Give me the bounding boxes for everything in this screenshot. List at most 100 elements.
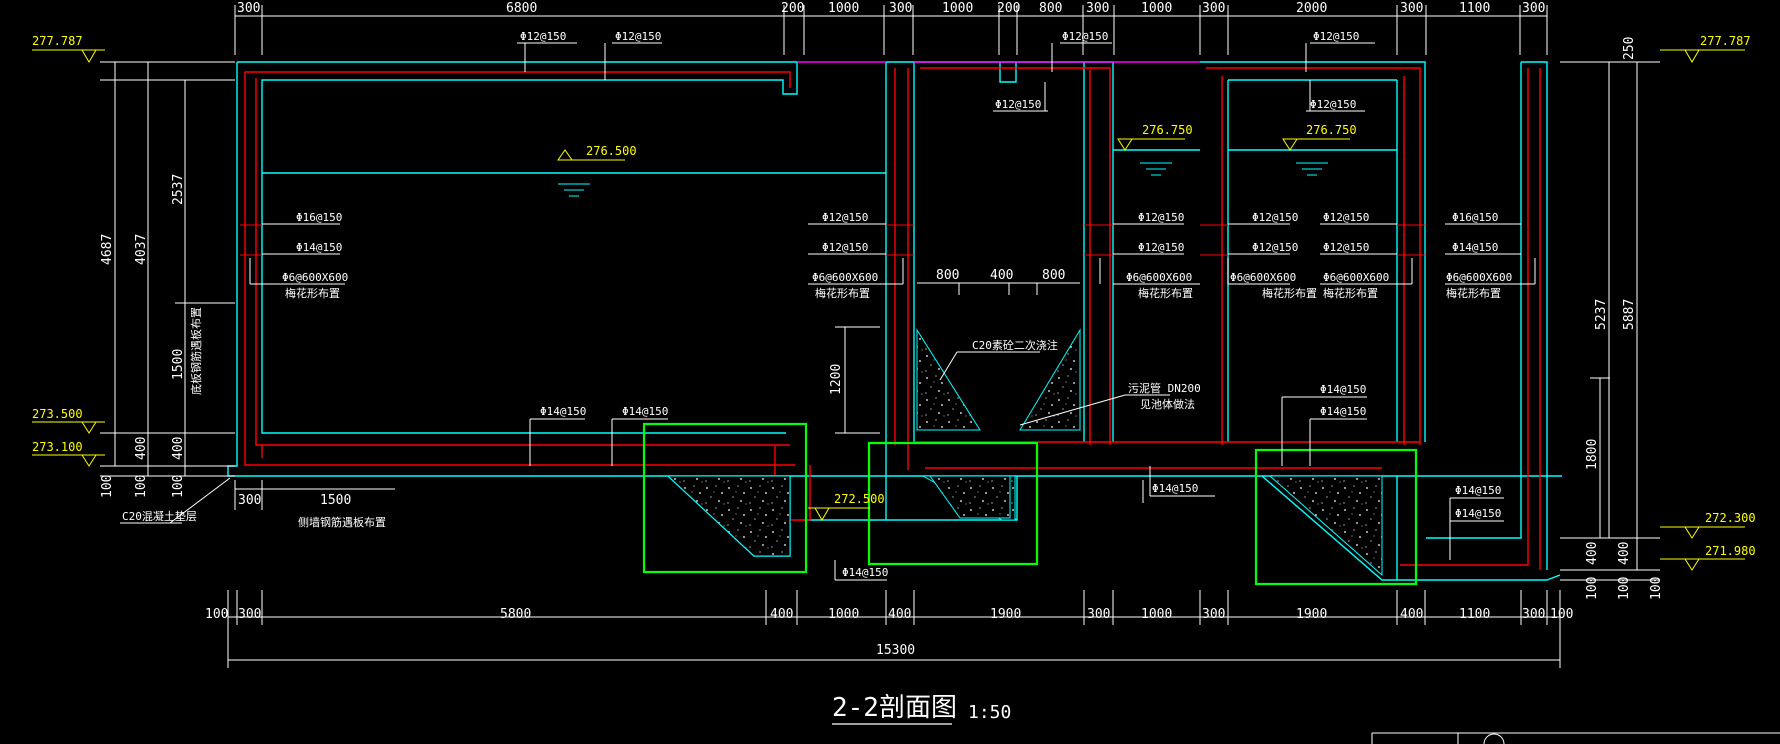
- right-dim-100b: 100: [1617, 577, 1632, 600]
- bottom-dim-7: 1900: [990, 607, 1021, 622]
- rebar-w2c: Φ6@600X600: [812, 271, 878, 284]
- concrete-fill: [666, 328, 1383, 577]
- rebar-w4b: Φ12@150: [1252, 241, 1298, 254]
- rebar-w1d: 梅花形布置: [285, 286, 340, 300]
- right-elevation-texts: 277.787 272.300 271.980: [1700, 34, 1756, 558]
- rebar-w3b: Φ12@150: [1138, 241, 1184, 254]
- left-dimension-texts: 4687 4037 2537 1500 400 400 100 100 100 …: [100, 174, 203, 498]
- bottom-dim-9: 1000: [1141, 607, 1172, 622]
- rebar-w1a: Φ16@150: [296, 211, 342, 224]
- top-dim-5: 300: [889, 1, 912, 16]
- leader-lines: [120, 42, 1536, 581]
- rebar-w6c: Φ6@600X600: [1446, 271, 1512, 284]
- rebar-w4d: 梅花形布置: [1262, 286, 1317, 300]
- rebar-w1b: Φ14@150: [296, 241, 342, 254]
- rebar-w6d: 梅花形布置: [1446, 286, 1501, 300]
- bottom-dimension-lines: [227, 590, 1561, 668]
- bottom-dim-10: 300: [1202, 607, 1225, 622]
- rebar-w3d: 梅花形布置: [1138, 286, 1193, 300]
- rebar-w3a: Φ12@150: [1138, 211, 1184, 224]
- rebar-b1: Φ14@150: [540, 405, 586, 418]
- rebar-top-3: Φ12@150: [1062, 30, 1108, 43]
- rebar-top-5: Φ12@150: [995, 98, 1041, 111]
- left-dim-4687: 4687: [100, 234, 115, 265]
- elev-273-500: 273.500: [32, 407, 83, 421]
- right-dimension-texts: 5237 5887 1800 400 400 100 100 100 250: [1585, 37, 1664, 600]
- rebar-w6b: Φ14@150: [1452, 241, 1498, 254]
- rebar-w2d: 梅花形布置: [815, 286, 870, 300]
- bottom-dim-3: 5800: [500, 607, 531, 622]
- label-side-wall: 侧墙钢筋遇板布置: [298, 515, 386, 529]
- highlight-box-3: [1254, 448, 1418, 586]
- right-dim-400a: 400: [1585, 542, 1600, 565]
- right-dim-400b: 400: [1617, 542, 1632, 565]
- rebar-b5: Φ14@150: [1320, 405, 1366, 418]
- bottom-dim-4: 400: [770, 607, 793, 622]
- rebar-top-4: Φ12@150: [1313, 30, 1359, 43]
- water-level-texts: 276.500 276.750 276.750: [586, 123, 1357, 158]
- right-dim-100c: 100: [1649, 577, 1664, 600]
- label-pipe: 污泥管 DN200: [1128, 381, 1201, 395]
- rebar-b4: Φ14@150: [1320, 383, 1366, 396]
- elev-271-980: 271.980: [1705, 544, 1756, 558]
- top-dim-9: 300: [1086, 1, 1109, 16]
- bottom-dim-14: 300: [1522, 607, 1545, 622]
- highlight-box-1: [642, 422, 808, 574]
- inner-dim-1200: 1200: [829, 364, 844, 395]
- rebar-top-6: Φ12@150: [1310, 98, 1356, 111]
- top-dim-11: 300: [1202, 1, 1225, 16]
- inner-dim-300: 300: [238, 493, 261, 508]
- bottom-dim-1: 100: [205, 607, 228, 622]
- rebar-w3c: Φ6@600X600: [1126, 271, 1192, 284]
- rebar-w4a: Φ12@150: [1252, 211, 1298, 224]
- rebar-lines: [244, 67, 1541, 570]
- left-dim-100a: 100: [100, 475, 115, 498]
- total-dimension: 15300: [876, 643, 915, 658]
- rebar-w5c: Φ6@600X600: [1323, 271, 1389, 284]
- left-dim-400a: 400: [134, 437, 149, 460]
- top-dim-14: 1100: [1459, 1, 1490, 16]
- top-dim-8: 800: [1039, 1, 1062, 16]
- left-dim-2537: 2537: [171, 174, 186, 205]
- right-elevation-marks: [1660, 49, 1745, 571]
- pit-elevation-mark: [808, 507, 870, 521]
- right-dim-100a: 100: [1585, 577, 1600, 600]
- top-dim-10: 1000: [1141, 1, 1172, 16]
- rebar-b6: Φ14@150: [1455, 484, 1501, 497]
- inner-dim-800a: 800: [936, 268, 959, 283]
- bottom-dim-11: 1900: [1296, 607, 1327, 622]
- drawing-scale: 1:50: [968, 702, 1011, 723]
- elev-273-100: 273.100: [32, 440, 83, 454]
- right-dimension-lines: [1560, 61, 1660, 581]
- title-block-corner: [1371, 732, 1780, 744]
- water-level-2: 276.750: [1142, 123, 1193, 137]
- top-dim-6: 1000: [942, 1, 973, 16]
- top-dim-13: 300: [1400, 1, 1423, 16]
- rebar-ticks: [240, 224, 1425, 256]
- left-dimension-lines: [100, 61, 235, 477]
- water-level-3: 276.750: [1306, 123, 1357, 137]
- bottom-dim-6: 400: [888, 607, 911, 622]
- top-dimension-line: [234, 5, 1548, 55]
- bottom-dimension-texts: 100 300 5800 400 1000 400 1900 300 1000 …: [205, 607, 1573, 658]
- left-elevation-marks: [32, 49, 105, 467]
- rebar-w5b: Φ12@150: [1323, 241, 1369, 254]
- top-dim-12: 2000: [1296, 1, 1327, 16]
- water-level-dashes: [558, 162, 1328, 197]
- left-dim-400b: 400: [171, 437, 186, 460]
- rebar-label-texts: Φ12@150 Φ12@150 Φ12@150 Φ12@150 Φ12@150 …: [122, 30, 1512, 579]
- water-level-marks: [557, 138, 1350, 161]
- rebar-b3: Φ14@150: [1152, 482, 1198, 495]
- bottom-dim-12: 400: [1400, 607, 1423, 622]
- inner-dimension-texts: 800 400 800 1200 300 1500: [238, 268, 1065, 508]
- elev-272-300: 272.300: [1705, 511, 1756, 525]
- top-dim-4: 1000: [828, 1, 859, 16]
- label-cushion: C20混凝土垫层: [122, 509, 197, 523]
- right-dim-5237: 5237: [1594, 299, 1609, 330]
- inner-dimension-lines: [234, 282, 1080, 510]
- rebar-w5d: 梅花形布置: [1323, 286, 1378, 300]
- left-dim-4037: 4037: [134, 234, 149, 265]
- rebar-w2b: Φ12@150: [822, 241, 868, 254]
- highlight-box-2: [867, 441, 1039, 566]
- rebar-w5a: Φ12@150: [1323, 211, 1369, 224]
